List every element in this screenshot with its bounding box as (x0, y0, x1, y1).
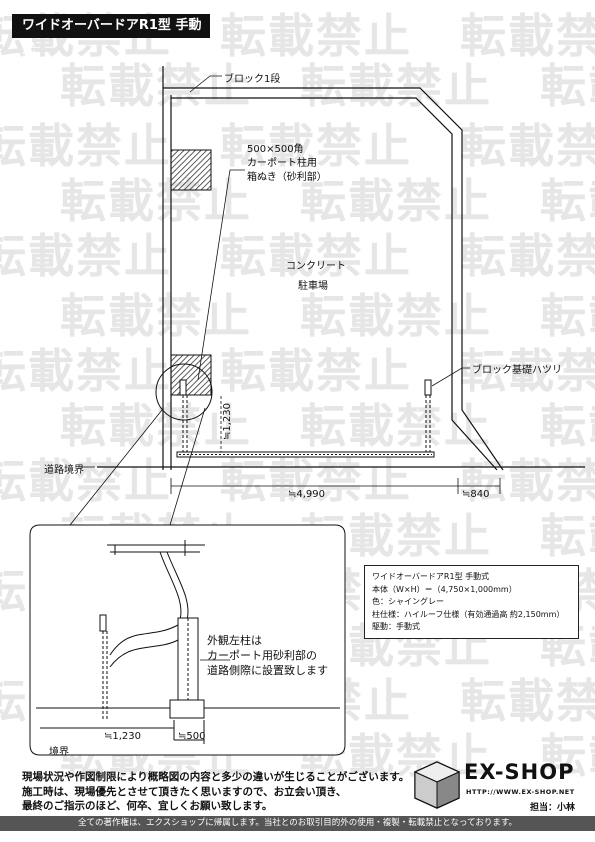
label-boxout-line-2: カーポート柱用 (247, 158, 317, 169)
note-line-2: 施工時は、現場優先とさせて頂きたく思いますので、お立会い頂き、 (22, 785, 347, 798)
watermark-text: 転載禁止 (0, 344, 172, 398)
spec-color: 色：シャイングレー (372, 597, 444, 606)
watermark-text: 転載禁止 (60, 399, 252, 453)
page-title: ワイドオーバードアR1型 手動式 (12, 14, 210, 57)
watermark-text: 転載禁止 (540, 289, 595, 343)
watermark-text: 転載禁止 (60, 289, 252, 343)
spec-box: ワイドオーバードアR1型 手動式 本体（W×H）＝（4,750×1,000mm）… (364, 565, 579, 639)
watermark-text: 転載禁止 (540, 399, 595, 453)
watermark-text: 転載禁止 (300, 174, 492, 228)
dim-width: ≒4,990 (288, 489, 326, 500)
note-line-3: 最終のご指示のほど、何卒、宜しくお願い致します。 (22, 800, 273, 812)
block-wall (163, 87, 504, 471)
watermark-text: 転載禁止 (0, 454, 172, 508)
watermark-text: 転載禁止 (460, 119, 595, 173)
logo-mark (413, 761, 461, 809)
watermark-text: 転載禁止 (60, 174, 252, 228)
gate (176, 379, 435, 458)
copyright-footer: 全ての著作権は、エクスショップに帰属します。当社とのお取引目的外の使用・複製・転… (0, 816, 595, 831)
label-block-base: ブロック基礎ハツリ (472, 365, 562, 376)
watermark-text: 転載禁止 (220, 229, 412, 283)
detail-connectors (69, 407, 206, 526)
leader-lines (80, 75, 470, 468)
label-boxout-line-1: 500×500角 (247, 144, 304, 155)
label-concrete: コンクリート (286, 261, 346, 272)
company-logo: EX-SHOP HTTP://WWW.EX-SHOP.NET 担当：小林 (412, 760, 582, 813)
spec-name: ワイドオーバードアR1型 手動式 (372, 572, 490, 581)
watermark-text: 転載禁止 (0, 229, 172, 283)
detail-enlargement (36, 540, 340, 744)
detail-note-line-1: 外観左柱は (207, 634, 262, 647)
dim-right: ≒840 (462, 489, 490, 500)
label-road-boundary: 道路境界 (44, 465, 84, 476)
label-parking: 駐車場 (298, 281, 328, 292)
detail-dim-right: ≒500 (178, 731, 206, 742)
watermark-text: 転載禁止 (220, 344, 412, 398)
spec-body: 本体（W×H）＝（4,750×1,000mm） (372, 584, 517, 594)
detail-boundary: 境界 (49, 747, 69, 758)
watermark-text: 転載禁止 (460, 229, 595, 283)
watermark-text: 転載禁止 (540, 729, 595, 783)
watermark-text: 転載禁止 (540, 509, 595, 563)
detail-note-line-3: 道路側際に設置致します (207, 664, 328, 677)
boxout-bottom (170, 354, 212, 396)
staff-label: 担当：小林 (530, 803, 576, 813)
label-boxout-line-3: 箱ぬき（砂利部） (247, 172, 327, 183)
disclaimer-notes: 現場状況や作図制限により概略図の内容と多少の違いが生じることがございます。 施工… (22, 770, 409, 814)
watermark-text: 転載禁止 (60, 59, 252, 113)
label-boxout: 500×500角 カーポート柱用 箱ぬき（砂利部） (247, 143, 327, 185)
dim-height: ≒1,230 (222, 402, 233, 440)
watermark-text: 転載禁止 (460, 344, 595, 398)
boxout-top (170, 149, 212, 191)
note-line-1: 現場状況や作図制限により概略図の内容と多少の違いが生じることがございます。 (22, 771, 410, 783)
left-wall (162, 66, 172, 470)
watermark-text: 転載禁止 (220, 119, 412, 173)
spec-pillar: 柱仕様：ハイルーフ仕様（有効通過高 約2,150mm） (372, 609, 565, 619)
watermark-text: 転載禁止 (220, 9, 412, 63)
detail-dim-left: ≒1,230 (104, 731, 142, 742)
logo-name: EX-SHOP (464, 760, 575, 784)
watermark-text: 転載禁止 (300, 59, 492, 113)
watermark-text: 転載禁止 (540, 59, 595, 113)
dimension-lines (170, 396, 501, 494)
logo-url: HTTP://WWW.EX-SHOP.NET (466, 788, 575, 796)
watermark-text: 転載禁止 (300, 289, 492, 343)
watermark-text: 転載禁止 (540, 174, 595, 228)
watermark-text: 転載禁止 (300, 399, 492, 453)
watermark-text: 転載禁止 (220, 454, 412, 508)
watermark-text: 転載禁止 (460, 9, 595, 63)
detail-note: 外観左柱は カーポート用砂利部の 道路側際に設置致します (207, 633, 328, 678)
watermark-text: 転載禁止 (460, 454, 595, 508)
detail-circle (155, 363, 213, 421)
label-block: ブロック1段 (224, 74, 281, 85)
detail-note-line-2: カーポート用砂利部の (207, 649, 317, 662)
spec-drive: 駆動：手動式 (372, 622, 420, 631)
watermark-text: 転載禁止 (0, 119, 172, 173)
watermark-text: 転載禁止 (460, 674, 595, 728)
